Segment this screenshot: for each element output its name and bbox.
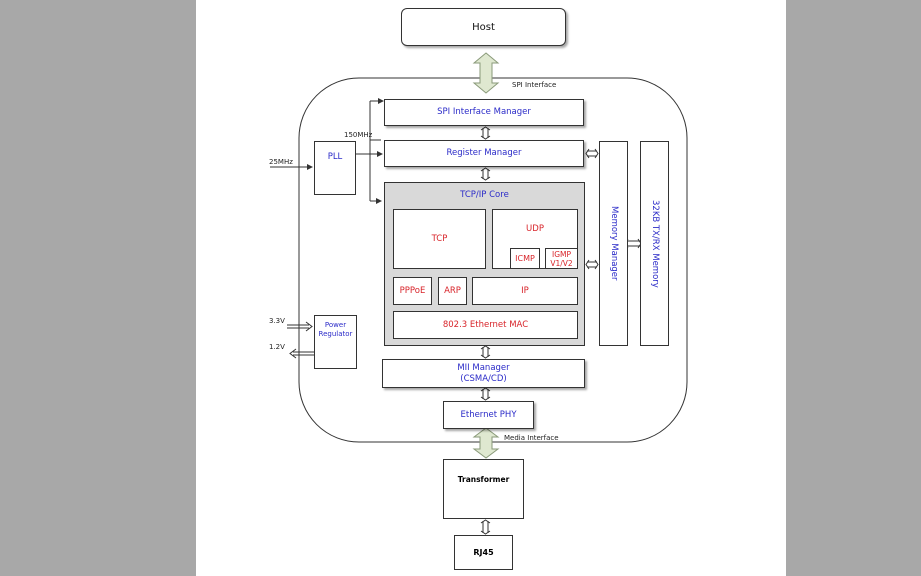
icmp-label: ICMP [515,254,535,263]
host-block: Host [401,8,566,46]
mii-manager-label-2: (CSMA/CD) [460,373,507,384]
icmp-block: ICMP [510,248,540,269]
igmp-block: IGMP V1/V2 [545,248,578,269]
igmp-label: IGMP V1/V2 [550,249,573,268]
mii-manager-label-1: MII Manager [457,362,510,373]
spi-manager-block: SPI Interface Manager [384,99,584,126]
tcp-block: TCP [393,209,486,269]
v33-label: 3.3V [269,317,285,325]
clock-in-label: 25MHz [269,158,293,166]
rj45-label: RJ45 [473,548,494,557]
transformer-block: Transformer [443,459,524,519]
ip-label: IP [521,285,529,296]
power-regulator-block: Power Regulator [314,315,357,369]
pll-label: PLL [327,152,343,162]
memory-label: 32KB TX/RX Memory [650,199,660,288]
register-manager-label: Register Manager [446,148,522,158]
spi-manager-label: SPI Interface Manager [437,107,531,117]
small-double-arrows [480,126,642,535]
ethernet-phy-label: Ethernet PHY [460,409,517,420]
memory-block: 32KB TX/RX Memory [640,141,669,346]
ip-block: IP [472,277,578,305]
memory-manager-block: Memory Manager [599,141,628,346]
diagram-page: Host SPI Interface PLL 25MHz 150MHz SPI … [196,0,786,576]
tcpip-core-label: TCP/IP Core [460,190,509,200]
arp-label: ARP [444,285,461,296]
spi-interface-arrow [472,52,500,94]
spi-interface-label: SPI Interface [512,81,557,89]
media-interface-arrow [472,427,500,459]
ethernet-mac-label: 802.3 Ethernet MAC [442,319,529,330]
pll-block: PLL [314,141,356,195]
ethernet-mac-block: 802.3 Ethernet MAC [393,311,578,339]
memory-manager-label: Memory Manager [609,206,619,281]
v12-label: 1.2V [269,343,285,351]
transformer-label: Transformer [457,475,510,484]
register-manager-block: Register Manager [384,140,584,167]
tcp-label: TCP [431,233,448,244]
mii-manager-block: MII Manager (CSMA/CD) [382,359,585,388]
arp-block: ARP [438,277,467,305]
media-interface-label: Media Interface [504,434,559,442]
pppoe-label: PPPoE [399,285,426,296]
power-regulator-label: Power Regulator [318,321,353,338]
udp-label: UDP [526,224,544,234]
rj45-block: RJ45 [454,535,513,570]
host-label: Host [472,21,495,33]
clock-out-label: 150MHz [344,131,373,139]
ethernet-phy-block: Ethernet PHY [443,401,534,429]
pppoe-block: PPPoE [393,277,432,305]
